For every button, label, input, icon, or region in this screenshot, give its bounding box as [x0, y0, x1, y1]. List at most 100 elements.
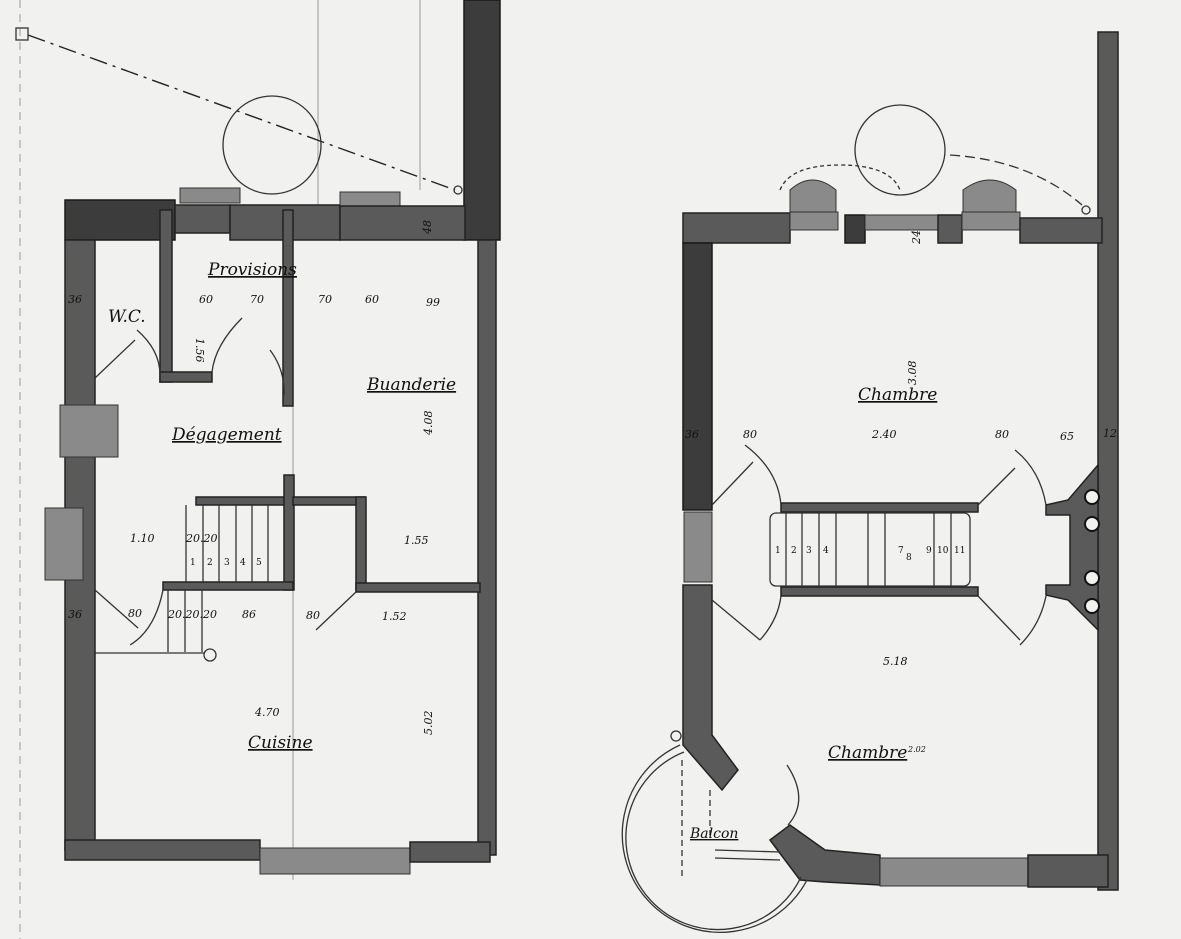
dimension-label: 1.10: [130, 532, 155, 545]
corner-marker: [15, 27, 29, 41]
ground-right-wall: [477, 239, 497, 856]
partition: [355, 582, 481, 593]
dimension-label: 3.08: [906, 361, 919, 386]
room-label-provisions: Provisions: [207, 260, 297, 280]
dimension-label: 1.52: [382, 610, 407, 623]
dimension-label: 70: [318, 293, 332, 306]
dimension-label: 70: [250, 293, 264, 306]
well-circle: [222, 95, 322, 195]
ground-bottom-wall: [409, 841, 491, 863]
sight-line: [27, 34, 456, 191]
partition: [159, 209, 173, 383]
room-label-cuisine: Cuisine: [248, 733, 313, 753]
dimension-label: 4.70: [254, 706, 280, 719]
svg-text:9: 9: [926, 546, 932, 556]
ground-stair-treads: [95, 505, 269, 662]
window-bay-left: [789, 179, 837, 213]
partition: [292, 496, 366, 506]
svg-text:10: 10: [937, 546, 949, 556]
window-bay-right: [962, 179, 1017, 213]
svg-text:8: 8: [906, 553, 912, 563]
room-label-buanderie: Buanderie: [366, 375, 456, 395]
svg-text:3: 3: [224, 558, 230, 568]
balcony-wall: [768, 824, 881, 886]
svg-text:3: 3: [806, 546, 812, 556]
dimension-label: 80: [995, 428, 1009, 441]
ground-top-wall-segment: [339, 205, 466, 241]
partition: [282, 209, 294, 407]
side-entry: [44, 507, 84, 581]
dimension-label: 4.08: [422, 411, 435, 437]
dimension-label: 12: [1103, 427, 1117, 440]
ground-tower-wall: [463, 0, 501, 241]
balcony: [621, 730, 808, 933]
dimension-label: 80: [128, 607, 142, 620]
svg-text:1: 1: [190, 558, 196, 568]
window-sill: [961, 211, 1021, 231]
first-floor-plan: Chambre Chambre 2.02 Balcon 36 80 2.40 8…: [621, 31, 1119, 933]
chimney-breast: [1045, 462, 1099, 632]
ground-floor-plan: Provisions W.C. Dégagement Buanderie Cui…: [15, 0, 501, 875]
partition: [159, 371, 213, 383]
stair-wall: [195, 496, 294, 506]
partition: [355, 496, 367, 591]
first-top-wall: [682, 212, 791, 244]
window-sill: [789, 211, 839, 231]
first-left-wall: [682, 242, 713, 511]
room-label-balcon: Balcon: [689, 826, 738, 842]
dimension-label: 1.55: [404, 534, 429, 547]
well-circle: [854, 104, 946, 196]
first-dimensions: 36 80 2.40 80 65 12 3.08 24 5.18: [685, 230, 1117, 668]
room-label-chambre-top: Chambre: [858, 385, 937, 405]
svg-text:4: 4: [823, 546, 829, 556]
marker-dot: [453, 185, 463, 195]
dimension-label: 24: [910, 230, 923, 245]
flue-circles: [1084, 489, 1100, 614]
dimension-label: 86: [242, 608, 256, 621]
first-stair-numbers: 1 2 3 4 7 8 9 10 11: [775, 546, 965, 563]
dimension-label: 2.40: [871, 428, 897, 441]
stair-wall: [780, 586, 979, 597]
room-label-degagement: Dégagement: [171, 425, 282, 445]
ground-top-wall-segment: [174, 204, 231, 234]
dimension-label: 20.20: [185, 532, 218, 545]
window-sill: [339, 191, 401, 207]
dimension-label: 60: [365, 293, 379, 306]
svg-text:4: 4: [240, 558, 246, 568]
marker-dot: [1081, 205, 1091, 215]
ground-dimensions: 36 60 70 70 60 99 1.56 4.08 48 1.10 20.2…: [68, 220, 440, 735]
dimension-label: 1.56: [193, 338, 206, 363]
left-opening: [683, 511, 713, 583]
dimension-label: 80: [306, 609, 320, 622]
first-bottom-wall: [1027, 854, 1109, 888]
chambre-bottom-suffix: 2.02: [907, 745, 926, 754]
svg-text:2: 2: [207, 558, 213, 568]
svg-text:2: 2: [791, 546, 797, 556]
dimension-label: 5.02: [422, 711, 435, 736]
pier: [937, 214, 963, 244]
door-swings: [94, 317, 357, 646]
first-top-wall: [1019, 217, 1103, 244]
dimension-label: 20.20.20: [167, 608, 217, 621]
bottom-window: [259, 847, 411, 875]
first-right-wall: [1097, 31, 1119, 891]
ground-stair-numbers: 1 2 3 4 5: [190, 558, 262, 568]
dimension-label: 36: [68, 293, 82, 306]
side-door-frame: [59, 404, 119, 458]
room-label-wc: W.C.: [108, 307, 146, 327]
svg-text:11: 11: [954, 546, 965, 556]
dimension-label: 36: [68, 608, 82, 621]
pier: [844, 214, 866, 244]
ground-top-wall: [64, 199, 176, 241]
dimension-label: 60: [199, 293, 213, 306]
ground-bottom-wall: [64, 839, 261, 861]
dimension-label: 99: [426, 296, 440, 309]
stair-wall: [162, 581, 294, 591]
svg-text:1: 1: [775, 546, 781, 556]
dimension-label: 48: [421, 220, 434, 235]
bottom-window: [879, 857, 1031, 887]
dimension-label: 80: [743, 428, 757, 441]
first-stair-treads: [769, 512, 971, 587]
window-sill: [864, 214, 941, 231]
